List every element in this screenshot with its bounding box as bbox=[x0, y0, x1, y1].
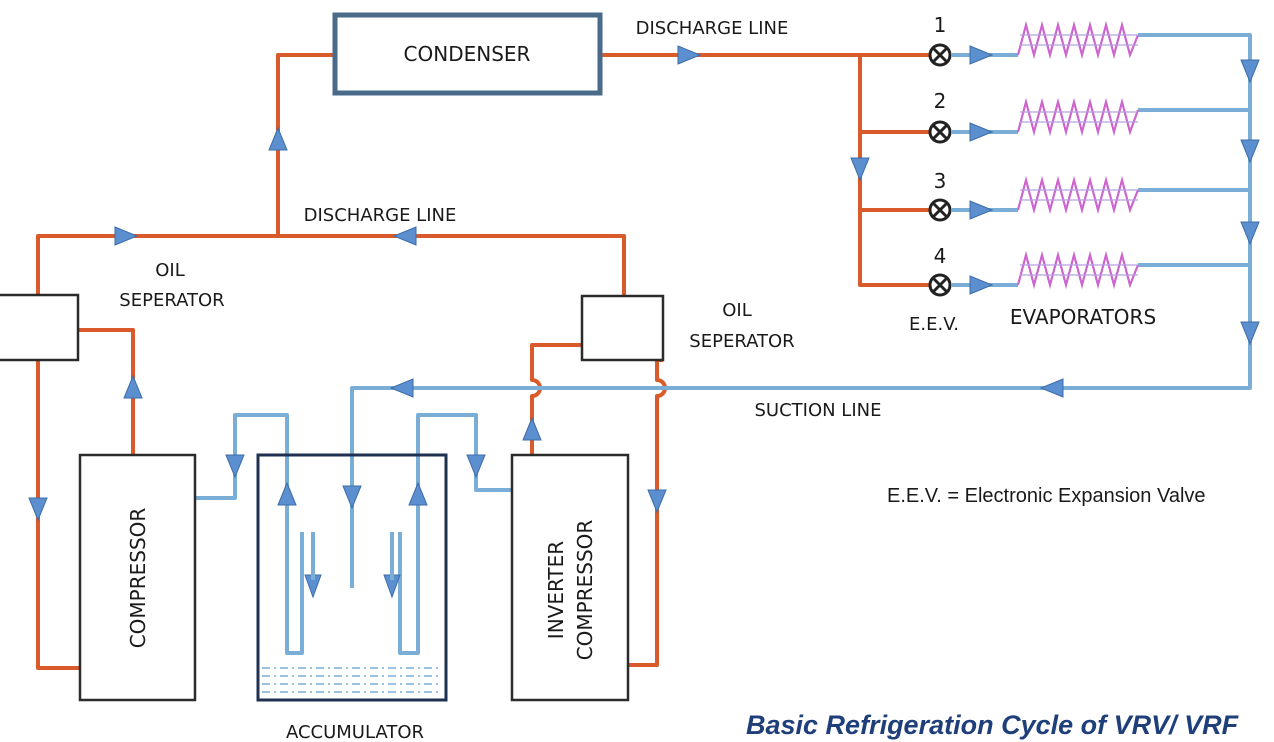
inverter-label-2: COMPRESSOR bbox=[573, 520, 597, 661]
evaporator-coil-2 bbox=[1016, 97, 1140, 137]
flow-arrows bbox=[28, 45, 1260, 599]
discharge-line-label-top: DISCHARGE LINE bbox=[636, 18, 789, 39]
oil-separator-left-label-2: SEPERATOR bbox=[119, 290, 224, 311]
oil-separator-right-label-1: OIL bbox=[722, 300, 752, 321]
inverter-label-1: INVERTER bbox=[544, 541, 568, 639]
expansion-valves: 1 2 3 4 bbox=[928, 13, 952, 297]
condenser-label: CONDENSER bbox=[404, 42, 531, 66]
evaporator-coil-3 bbox=[1016, 175, 1140, 215]
evaporator-coils bbox=[1016, 20, 1140, 290]
compressor: COMPRESSOR bbox=[78, 453, 197, 702]
valve-number: 1 bbox=[934, 13, 947, 37]
discharge-pipes bbox=[36, 53, 940, 670]
inverter-compressor: INVERTER COMPRESSOR bbox=[510, 453, 630, 702]
eev-legend: E.E.V. = Electronic Expansion Valve bbox=[887, 485, 1206, 507]
oil-separator-right bbox=[580, 294, 665, 362]
valve-3: 3 bbox=[928, 169, 952, 222]
oil-separator-left bbox=[0, 293, 80, 362]
valve-2: 2 bbox=[928, 89, 952, 144]
valve-4: 4 bbox=[928, 244, 952, 297]
compressor-label: COMPRESSOR bbox=[126, 508, 150, 649]
accumulator: ACCUMULATOR bbox=[256, 453, 448, 742]
evaporators-label: EVAPORATORS bbox=[1010, 305, 1156, 329]
evaporator-coil-4 bbox=[1016, 250, 1140, 290]
accumulator-label: ACCUMULATOR bbox=[286, 722, 424, 742]
valve-number: 4 bbox=[934, 244, 947, 268]
discharge-line-label-mid: DISCHARGE LINE bbox=[304, 205, 457, 226]
valve-number: 2 bbox=[934, 89, 947, 113]
accumulator-tubes bbox=[311, 532, 394, 580]
valve-number: 3 bbox=[934, 169, 947, 193]
diagram-title: Basic Refrigeration Cycle of VRV/ VRF bbox=[746, 710, 1240, 740]
oil-separator-right-label-2: SEPERATOR bbox=[689, 331, 794, 352]
valve-1: 1 bbox=[928, 13, 952, 67]
condenser: CONDENSER bbox=[332, 12, 603, 96]
oil-separator-left-label-1: OIL bbox=[155, 260, 185, 281]
evaporator-coil-1 bbox=[1016, 20, 1140, 60]
eev-label: E.E.V. bbox=[909, 314, 959, 335]
suction-line-label: SUCTION LINE bbox=[754, 400, 881, 421]
